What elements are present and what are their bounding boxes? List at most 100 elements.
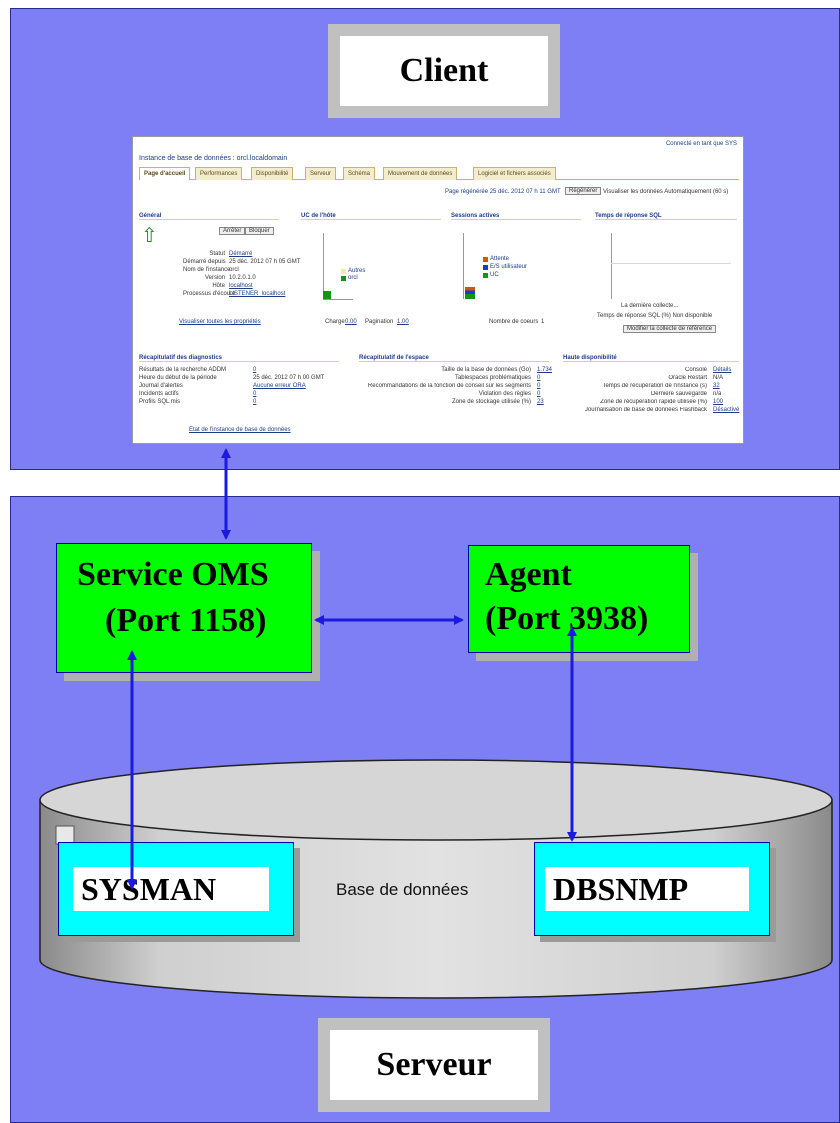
tab-data-movement[interactable]: Mouvement de données: [383, 167, 458, 180]
block-button[interactable]: Bloquer: [245, 227, 274, 235]
ha-label-oracle-restart: Oracle Restart: [668, 375, 707, 381]
sessions-legend-wait[interactable]: Attente: [490, 256, 510, 262]
general-value-version: 10.2.0.1.0: [229, 275, 256, 281]
tab-availability[interactable]: Disponibilité: [251, 167, 294, 180]
view-all-properties-link[interactable]: Visualiser toutes les propriétés: [179, 319, 261, 325]
legend-swatch-wait: [483, 257, 488, 262]
space-label-policy-violations: Violation des règles: [478, 391, 531, 397]
space-value-policy-violations[interactable]: 0: [537, 391, 541, 397]
tab-performance[interactable]: Performances: [195, 167, 243, 180]
instance-status-link[interactable]: Etat de l'instance de base de données: [189, 427, 291, 433]
refresh-button[interactable]: Régénérer: [565, 187, 602, 195]
diag-label-sql-profiles: Profils SQL mis: [139, 399, 181, 405]
connected-as-text: Connecté en tant que SYS: [665, 141, 737, 147]
cpu-chart-axis: [323, 233, 324, 299]
diag-label-period: Heure du début de la période: [139, 375, 217, 381]
diag-label-alert-log: Journal d'alertes: [139, 383, 183, 389]
general-label-listener: Processus d'écoute: [183, 291, 236, 297]
cores-value: 1: [541, 319, 545, 325]
ha-label-fra-used: Zone de récupération rapide utilisée (%): [600, 399, 707, 405]
agent-box: Agent (Port 3938): [468, 545, 690, 653]
ha-label-recovery-time: Temps de récupération de l'instance (s): [602, 383, 707, 389]
server-label-box: Serveur: [318, 1018, 550, 1112]
space-section-title: Récapitulatif de l'espace: [359, 355, 549, 362]
cpu-legend-others[interactable]: Autres: [348, 268, 366, 274]
general-value-instance: orcl: [229, 267, 239, 273]
sessions-legend-cpu[interactable]: UC: [490, 272, 499, 278]
status-up-arrow-icon: ⇧: [141, 225, 158, 247]
space-label-db-size: Taille de la base de données (Go): [441, 367, 531, 373]
sessions-chart-bar: [465, 287, 475, 299]
general-section-title: Général: [139, 213, 279, 220]
screenshot-title: Instance de base de données : orcl.local…: [139, 155, 288, 162]
sessions-section-title: Sessions actives: [451, 213, 581, 220]
sql-metric: Temps de réponse SQL (%) Non disponible: [597, 313, 713, 319]
dbsnmp-box: DBSNMP: [534, 842, 770, 936]
tab-schema[interactable]: Schéma: [343, 167, 376, 180]
shutdown-button[interactable]: Arrêter: [219, 227, 246, 235]
space-value-db-size[interactable]: 1.734: [537, 367, 553, 373]
diag-label-incidents: Incidents actifs: [139, 391, 179, 397]
tab-home[interactable]: Page d'accueil: [139, 167, 191, 180]
cpu-chart-baseline: [323, 299, 353, 300]
ha-value-console[interactable]: Détails: [713, 367, 732, 373]
agent-title: Agent: [485, 556, 572, 593]
space-value-segment-advisor[interactable]: 0: [537, 383, 541, 389]
legend-swatch-cpu: [483, 273, 488, 278]
general-label-host: Hôte: [212, 283, 225, 289]
cpu-paging-label: Pagination: [365, 319, 394, 325]
tab-software[interactable]: Logiciel et fichiers associés: [473, 167, 556, 180]
cpu-load-value[interactable]: 0.00: [345, 319, 357, 325]
cpu-chart-bar: [323, 291, 331, 299]
diag-value-addm[interactable]: 0: [253, 367, 257, 373]
ha-value-oracle-restart: N/A: [713, 375, 724, 381]
edit-baseline-button[interactable]: Modifier la collecte de référence: [623, 325, 717, 333]
general-label-status: Statut: [209, 251, 225, 257]
ha-value-recovery-time[interactable]: 32: [713, 383, 720, 389]
ha-value-fra-used[interactable]: 100: [713, 399, 724, 405]
legend-swatch-user-io: [483, 265, 488, 270]
client-label: Client: [340, 36, 548, 106]
ha-label-console: Console: [684, 367, 707, 373]
general-label-version: Version: [204, 275, 225, 281]
space-label-segment-advisor: Recommandations de la fonction de consei…: [367, 383, 531, 389]
space-value-storage-used[interactable]: 23: [537, 399, 544, 405]
diag-value-sql-profiles[interactable]: 0: [253, 399, 257, 405]
view-data-select[interactable]: Visualiser les données Automatiquement (…: [603, 189, 729, 195]
ha-label-flashback: Journalisation de base de données Flashb…: [584, 407, 707, 413]
general-value-host[interactable]: localhost: [229, 283, 253, 289]
general-value-started: 25 déc. 2012 07 h 05 GMT: [229, 259, 301, 265]
client-label-box: Client: [328, 24, 560, 118]
diag-value-alert-log[interactable]: Aucune erreur ORA: [253, 383, 306, 389]
database-label: Base de données: [336, 880, 469, 899]
ha-section-title: Haute disponibilité: [563, 355, 739, 362]
tab-server[interactable]: Serveur: [305, 167, 337, 180]
general-value-status[interactable]: Démarré: [229, 251, 253, 257]
cpu-section-title: UC de l'hôte: [301, 213, 441, 220]
cpu-legend-orcl[interactable]: orcl: [348, 275, 358, 281]
oms-title: Service OMS: [77, 556, 269, 593]
cpu-paging-value[interactable]: 1.00: [397, 319, 409, 325]
space-label-storage-used: Zone de stockage utilisée (%): [451, 399, 531, 405]
sysman-box: SYSMAN: [58, 842, 294, 936]
ha-value-flashback[interactable]: Désactivé: [713, 407, 740, 413]
space-label-tablespaces: Tablespaces problématiques: [454, 375, 531, 381]
cores-label: Nombre de coeurs: [489, 319, 539, 325]
general-label-instance: Nom de l'instance: [183, 267, 231, 273]
legend-swatch-others: [341, 269, 346, 274]
refresh-text: Page régénérée 25 déc. 2012 07 h 11 GMT: [445, 189, 561, 195]
sql-note: La dernière collecte...: [621, 303, 679, 309]
sessions-legend-user-io[interactable]: E/S utilisateur: [490, 264, 528, 270]
cpu-load-label: Charge: [325, 319, 345, 325]
oms-port: (Port 1158): [105, 602, 267, 639]
general-value-listener[interactable]: LISTENER_localhost: [229, 291, 286, 297]
server-label: Serveur: [330, 1030, 538, 1100]
em-console-screenshot: Connecté en tant que SYS Instance de bas…: [132, 136, 744, 444]
diag-value-incidents[interactable]: 0: [253, 391, 257, 397]
diag-label-addm: Résultats de la recherche ADDM: [139, 367, 227, 373]
space-value-tablespaces[interactable]: 0: [537, 375, 541, 381]
ha-value-last-backup: n/a: [713, 391, 722, 397]
diag-value-period: 25 déc. 2012 07 h 00 GMT: [253, 375, 325, 381]
oms-service-box: Service OMS (Port 1158): [56, 543, 312, 673]
